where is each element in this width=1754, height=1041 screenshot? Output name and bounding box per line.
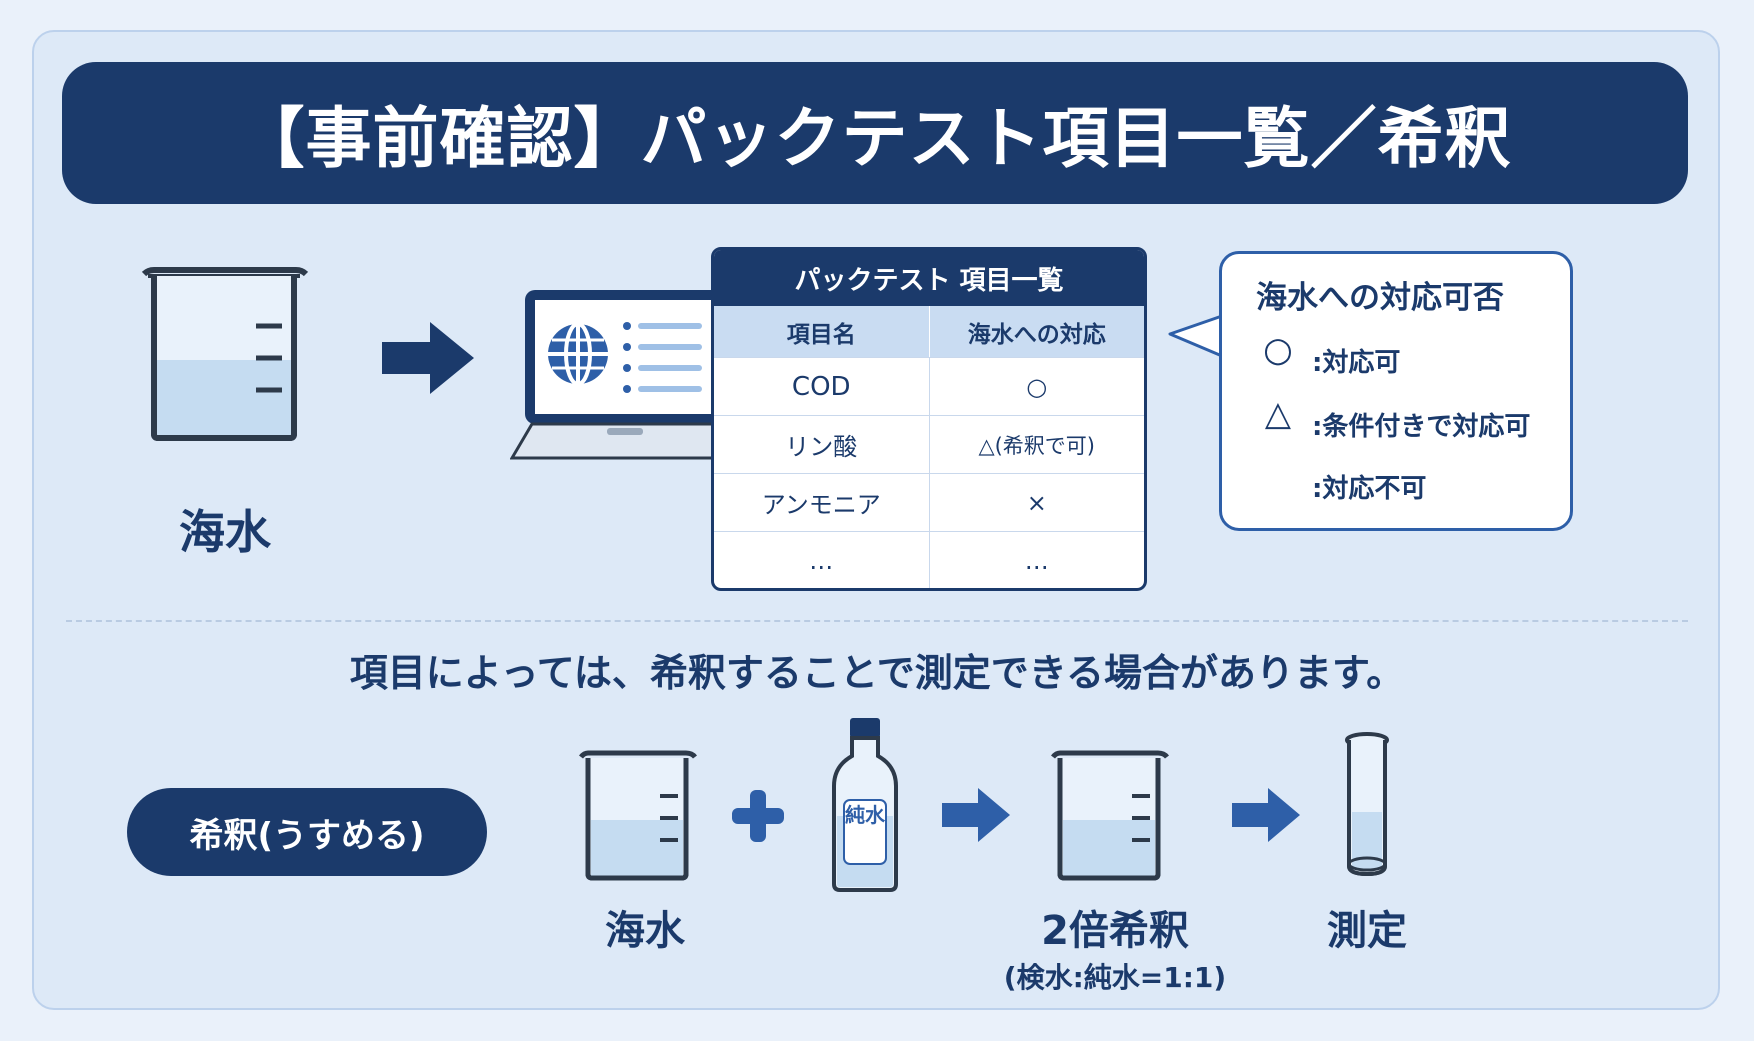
packtest-table: パックテスト 項目一覧 項目名 海水への対応 COD ○ リン酸 △(希釈で可)… (711, 247, 1147, 591)
test-tube-icon (1345, 732, 1389, 877)
measure-label: 測定 (1327, 908, 1407, 954)
laptop-icon (510, 290, 740, 460)
dilution-ratio-label: (検水:純水=1:1) (1003, 961, 1227, 994)
arrow-right-icon (382, 322, 474, 394)
table-cell-support: ○ (928, 358, 1145, 415)
legend-text: :条件付きで対応可 (1312, 412, 1531, 442)
diluted-beaker-icon (1051, 750, 1169, 881)
plus-icon (732, 790, 784, 842)
table-row: リン酸 △(希釈で可) (714, 415, 1144, 473)
table-cell-item: アンモニア (761, 491, 881, 519)
table-cell-item: リン酸 (785, 433, 858, 461)
table-row: COD ○ (714, 357, 1144, 415)
seawater-beaker-small-icon (579, 750, 697, 881)
arrow-right-icon (1232, 788, 1300, 842)
table-cell-support: × (928, 474, 1145, 531)
dilution-pill-label: 希釈(うすめる) (189, 815, 425, 856)
table-row: アンモニア × (714, 473, 1144, 531)
table-cell-support: △(希釈で可) (928, 416, 1145, 473)
title-banner: 【事前確認】パックテスト項目一覧／希釈 (62, 62, 1688, 204)
legend-symbol: △ (1264, 394, 1292, 434)
page-title: 【事前確認】パックテスト項目一覧／希釈 (238, 100, 1512, 177)
speech-pointer-icon (1168, 314, 1224, 358)
table-cell-support: … (928, 532, 1145, 588)
table-title: パックテスト 項目一覧 (714, 250, 1144, 306)
table-header-row: 項目名 海水への対応 (714, 306, 1144, 357)
seawater-label-bottom: 海水 (605, 908, 685, 954)
dilution-heading: 項目によっては、希釈することで測定できる場合があります。 (349, 651, 1405, 695)
legend-text: :対応不可 (1312, 474, 1427, 504)
column-header: 項目名 (786, 321, 856, 348)
arrow-right-icon (942, 788, 1010, 842)
dilution-pill: 希釈(うすめる) (127, 788, 487, 876)
table-cell-item: COD (791, 371, 851, 402)
seawater-label: 海水 (179, 505, 271, 559)
seawater-beaker-icon (141, 267, 309, 441)
table-cell-item: … (809, 546, 834, 575)
column-header: 海水への対応 (928, 306, 1145, 357)
bottle-label: 純水 (845, 803, 885, 827)
dilution-result-label: 2倍希釈 (1041, 908, 1189, 954)
table-row: … … (714, 531, 1145, 588)
legend-text: :対応可 (1312, 348, 1401, 378)
legend-title: 海水への対応可否 (1256, 280, 1504, 316)
legend-symbol: ○ (1263, 330, 1293, 370)
legend-bubble: 海水への対応可否 ○ :対応可 △ :条件付きで対応可 :対応不可 (1219, 251, 1573, 531)
section-divider (66, 620, 1688, 622)
pure-water-bottle-icon (832, 718, 898, 892)
